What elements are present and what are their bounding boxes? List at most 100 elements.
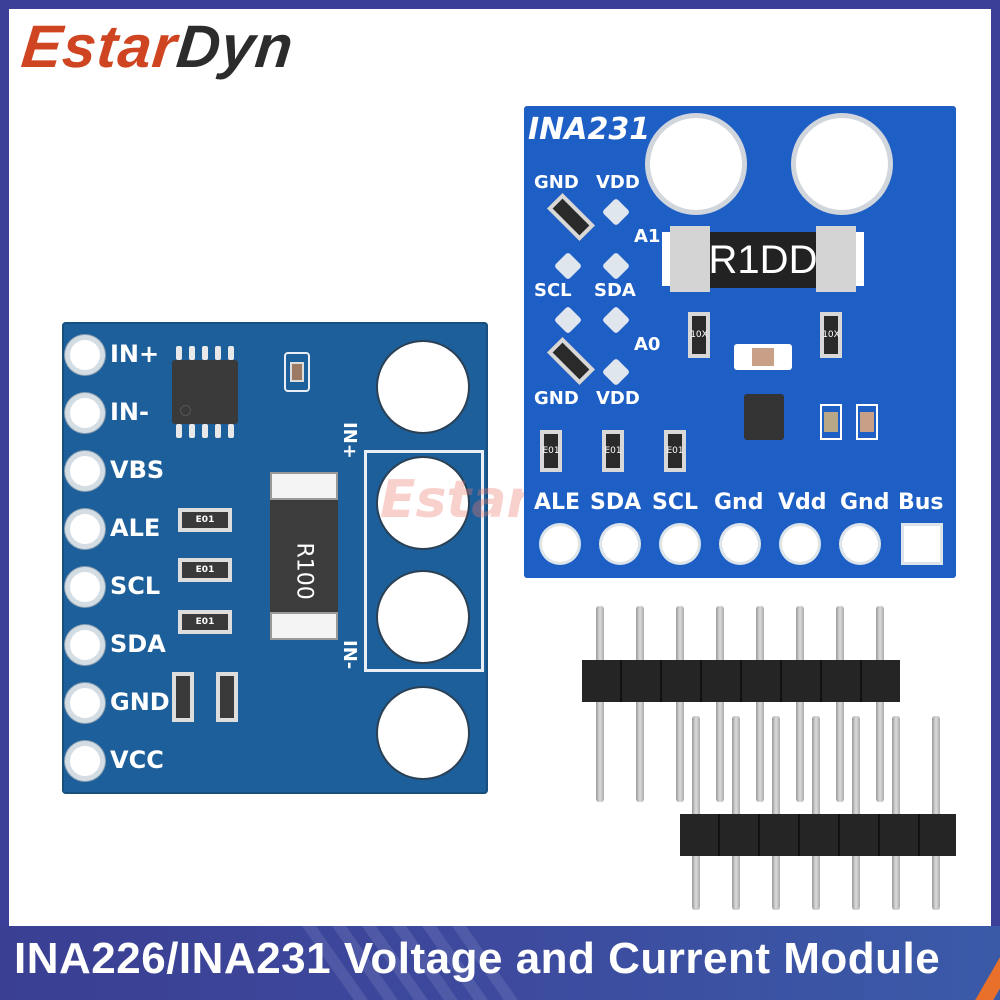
chip-pin bbox=[202, 424, 208, 438]
chip-pin bbox=[215, 424, 221, 438]
pin-label: SDA bbox=[590, 490, 642, 515]
chip-pin bbox=[189, 346, 195, 360]
chip-pin bbox=[228, 346, 234, 360]
pin-hole bbox=[602, 526, 638, 562]
terminal-hole bbox=[378, 458, 468, 548]
addr-label: VDD bbox=[596, 172, 640, 193]
pin-label: Vdd bbox=[778, 490, 827, 515]
chip-pin bbox=[228, 424, 234, 438]
smd-capacitor bbox=[820, 404, 842, 440]
pin-label: IN- bbox=[110, 398, 149, 426]
header-pin bbox=[932, 716, 940, 910]
header-pin bbox=[772, 716, 780, 910]
smd-resistor bbox=[546, 336, 596, 386]
in-plus-label: IN+ bbox=[339, 422, 360, 459]
pin-hole bbox=[70, 572, 100, 602]
title-banner: INA226/INA231 Voltage and Current Module bbox=[0, 926, 1000, 1000]
terminal-hole bbox=[378, 342, 468, 432]
smd-resistor: 10X bbox=[820, 312, 842, 358]
smd-resistor: 10X bbox=[688, 312, 710, 358]
smd-capacitor bbox=[856, 404, 878, 440]
brand-logo-part1: Estar bbox=[18, 13, 181, 80]
terminal-outline bbox=[364, 450, 484, 672]
shunt-marking: R100 bbox=[291, 542, 317, 600]
pin-hole bbox=[842, 526, 878, 562]
smd-capacitor bbox=[284, 352, 310, 392]
brand-logo: EstarDyn bbox=[18, 12, 297, 81]
smd-resistor: E01 bbox=[178, 610, 232, 634]
pin-hole bbox=[70, 688, 100, 718]
in-minus-label: IN- bbox=[339, 640, 360, 670]
banner-accent-stripe bbox=[960, 926, 1000, 1000]
pin-hole bbox=[722, 526, 758, 562]
pin-hole bbox=[662, 526, 698, 562]
mounting-hole bbox=[650, 118, 742, 210]
header-pin bbox=[796, 606, 804, 802]
pin-label: IN+ bbox=[110, 340, 160, 368]
header-pin bbox=[732, 716, 740, 910]
header-pin bbox=[636, 606, 644, 802]
shunt-marking: R1DD bbox=[709, 232, 817, 288]
header-body bbox=[680, 814, 956, 856]
banner-title: INA226/INA231 Voltage and Current Module bbox=[14, 934, 941, 983]
addr-label: SDA bbox=[594, 280, 636, 301]
header-pin bbox=[716, 606, 724, 802]
smd-capacitor bbox=[734, 344, 792, 370]
pin-hole bbox=[70, 514, 100, 544]
watermark: Estar bbox=[380, 470, 533, 530]
solder-pad bbox=[601, 197, 631, 227]
ina226-board: IN+ IN- VBS ALE SCL SDA GND VCC E01 E01 … bbox=[62, 322, 488, 794]
addr-label: GND bbox=[534, 388, 579, 409]
header-pin bbox=[876, 606, 884, 802]
pin-label: VBS bbox=[110, 456, 165, 484]
chip-pin bbox=[215, 346, 221, 360]
pin-label: ALE bbox=[110, 514, 161, 542]
pin1-marker bbox=[180, 405, 191, 416]
addr-label: A1 bbox=[634, 226, 661, 247]
header-pin bbox=[836, 606, 844, 802]
pin-label: SCL bbox=[652, 490, 699, 515]
pin-label: Gnd bbox=[714, 490, 764, 515]
shunt-resistor: R100 bbox=[270, 472, 338, 640]
chip-pin bbox=[176, 424, 182, 438]
mounting-hole bbox=[796, 118, 888, 210]
shunt-resistor: R1DD bbox=[662, 226, 864, 292]
smd-resistor bbox=[546, 192, 596, 242]
chip-pin bbox=[189, 424, 195, 438]
header-pin bbox=[812, 716, 820, 910]
pin-label: SDA bbox=[110, 630, 166, 658]
header-pin bbox=[852, 716, 860, 910]
pin-hole bbox=[782, 526, 818, 562]
chip-pin bbox=[176, 346, 182, 360]
smd-resistor: E01 bbox=[540, 430, 562, 472]
header-pin bbox=[692, 716, 700, 910]
pin-label: VCC bbox=[110, 746, 164, 774]
solder-pad bbox=[601, 305, 631, 335]
smd-resistor bbox=[216, 672, 238, 722]
terminal-hole bbox=[378, 688, 468, 778]
pin-hole bbox=[70, 630, 100, 660]
smd-resistor: E01 bbox=[602, 430, 624, 472]
terminal-hole bbox=[378, 572, 468, 662]
smd-resistor: E01 bbox=[664, 430, 686, 472]
pin-hole bbox=[542, 526, 578, 562]
smd-resistor: E01 bbox=[178, 558, 232, 582]
header-pin bbox=[892, 716, 900, 910]
addr-label: GND bbox=[534, 172, 579, 193]
header-body bbox=[582, 660, 900, 702]
solder-pad bbox=[553, 305, 583, 335]
ina231-chip bbox=[744, 394, 784, 440]
solder-pad bbox=[601, 251, 631, 281]
solder-pad bbox=[553, 251, 583, 281]
pin-label: Gnd bbox=[840, 490, 890, 515]
addr-label: VDD bbox=[596, 388, 640, 409]
addr-label: A0 bbox=[634, 334, 661, 355]
shunt-terminal bbox=[270, 612, 338, 640]
chip-pin bbox=[202, 346, 208, 360]
pin-label: Bus bbox=[898, 490, 944, 515]
square-pin-hole bbox=[904, 526, 940, 562]
pin-label: SCL bbox=[110, 572, 161, 600]
shunt-terminal bbox=[270, 472, 338, 500]
header-pin bbox=[756, 606, 764, 802]
